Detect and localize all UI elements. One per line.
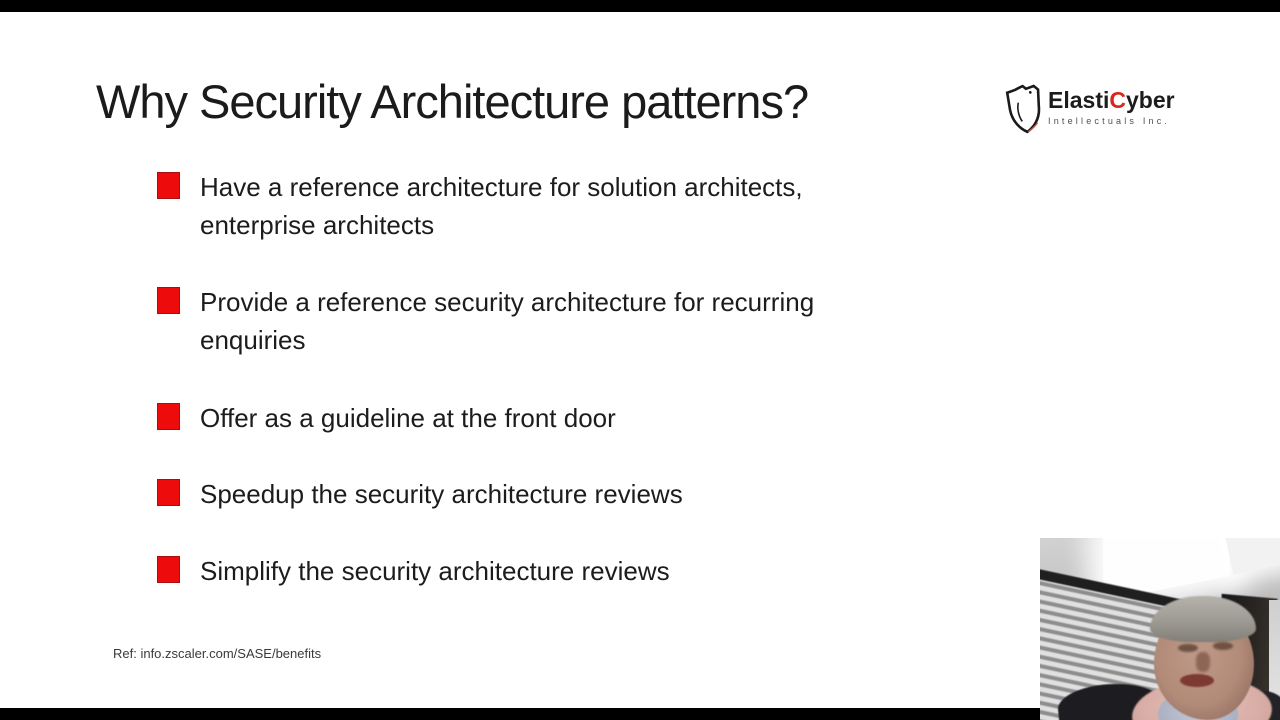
logo-name: ElastiCyber (1048, 87, 1175, 113)
bullet-text: Simplify the security architecture revie… (200, 556, 670, 586)
red-square-bullet-icon (157, 403, 180, 430)
red-square-bullet-icon (157, 172, 180, 199)
bullet-text: Speedup the security architecture review… (200, 479, 683, 509)
bullet-text: Offer as a guideline at the front door (200, 403, 616, 433)
logo-subtitle: Intellectuals Inc. (1048, 116, 1171, 126)
presenter-eye-left (1178, 644, 1198, 652)
bullet-item: Have a reference architecture for soluti… (157, 168, 905, 244)
presenter-eye-right (1213, 642, 1233, 650)
bullet-item: Provide a reference security architectur… (157, 283, 905, 359)
bullet-item: Speedup the security architecture review… (157, 475, 683, 513)
reference-link-text: Ref: info.zscaler.com/SASE/benefits (113, 646, 322, 661)
red-square-bullet-icon (157, 479, 180, 506)
letterbox-bottom-bar (0, 708, 1280, 720)
bullet-item: Simplify the security architecture revie… (157, 552, 670, 590)
bullet-item: Offer as a guideline at the front door (157, 399, 616, 437)
slide-title: Why Security Architecture patterns? (96, 75, 809, 128)
shield-icon (1005, 84, 1041, 134)
red-square-bullet-icon (157, 287, 180, 314)
red-square-bullet-icon (157, 556, 180, 583)
presenter-webcam-overlay (1040, 538, 1280, 720)
logo-accent-letter: C (1109, 87, 1126, 113)
presenter-mouth (1180, 674, 1214, 687)
webcam-ceiling-light-2 (1224, 538, 1280, 575)
logo-text: ElastiCyber Intellectuals Inc. (1048, 87, 1175, 126)
presenter-nose (1196, 652, 1210, 672)
bullet-text: Provide a reference security architectur… (200, 287, 815, 355)
company-logo: ElastiCyber Intellectuals Inc. (1005, 84, 1186, 136)
webcam-wall (1269, 600, 1280, 720)
presenter-hair (1150, 596, 1256, 642)
bullet-text: Have a reference architecture for soluti… (200, 172, 803, 240)
letterbox-top-bar (0, 0, 1280, 12)
